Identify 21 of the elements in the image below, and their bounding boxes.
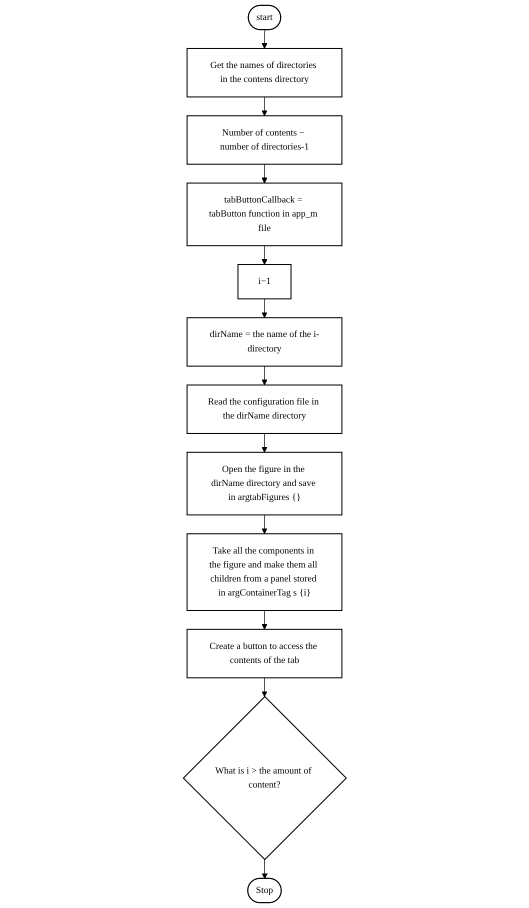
- node-box: Take all the components in the figure and make them all children from a panel stored in argContainerTag s {i}: [186, 533, 342, 611]
- node-box: Create a button to access the contents of the tab: [186, 628, 342, 678]
- arrow: [261, 245, 268, 265]
- arrow: [261, 298, 268, 318]
- arrow: [261, 433, 268, 453]
- arrow: [261, 514, 268, 534]
- node-box: Get the names of directories in the contens directory: [186, 48, 342, 98]
- arrow: [261, 30, 268, 49]
- arrow: [261, 610, 268, 630]
- node-box: Number of contents − number of directories-1: [186, 115, 342, 165]
- node-box: Open the figure in the dirName directory and save in argtabFigures {}: [186, 452, 342, 516]
- arrow: [261, 859, 268, 879]
- arrow: [261, 677, 268, 697]
- node-box: tabButtonCallback = tabButton function in app_m file: [186, 182, 342, 246]
- node-box: Read the configuration file in the dirName directory: [186, 384, 342, 434]
- arrow: [261, 164, 268, 184]
- node-diamond: What is i > the amount of content?: [182, 696, 347, 860]
- node-box: dirName = the name of the i-directory: [186, 317, 342, 367]
- node-box: i−1: [237, 264, 292, 300]
- arrow: [261, 96, 268, 116]
- arrow: [261, 366, 268, 386]
